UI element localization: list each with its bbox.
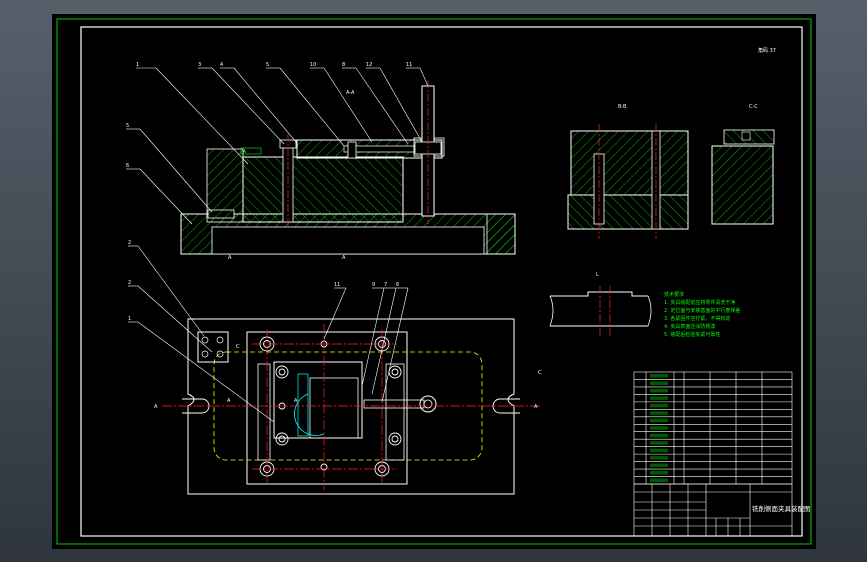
svg-text:2: 2 <box>128 240 131 246</box>
bom-row-name-mark <box>650 478 668 482</box>
bom-row-name-mark <box>650 396 668 400</box>
callout-left-6: 6 <box>126 163 129 169</box>
inner-frame <box>80 26 803 537</box>
note-1: 1. 夹具装配前应将零件清洗干净 <box>664 299 735 306</box>
detail-view[interactable]: L <box>549 272 652 336</box>
svg-text:C: C <box>538 370 542 376</box>
svg-text:7: 7 <box>384 282 387 288</box>
note-3: 3. 各紧固件应拧紧，不得松动 <box>664 315 730 322</box>
section-cc-view[interactable]: C-C <box>711 104 775 225</box>
callout-8: 8 <box>342 62 345 68</box>
bom-row-name-mark <box>650 426 668 430</box>
title-block-name: 铣削侧面夹具装配图 <box>752 504 811 513</box>
svg-text:A: A <box>228 255 232 261</box>
detail-label: L <box>596 272 599 278</box>
svg-text:C: C <box>236 344 240 350</box>
section-cc-label: C-C <box>749 104 758 110</box>
note-5: 5. 装配后检验夹紧可靠性 <box>664 331 720 338</box>
bom-row-name-mark <box>650 441 668 445</box>
bom-row-name-mark <box>650 471 668 475</box>
note-2: 2. 定位面与安装基面的平行度误差 <box>664 307 740 314</box>
svg-text:A: A <box>294 398 298 404</box>
fixture-body <box>242 156 404 223</box>
svg-text:A: A <box>342 255 346 261</box>
svg-text:6: 6 <box>396 282 399 288</box>
callout-5: 5 <box>266 62 269 68</box>
plan-base-outline <box>187 318 515 495</box>
plan-section-marks: A A A A C C <box>154 344 542 410</box>
callout-12: 12 <box>366 62 372 68</box>
bom-row-text <box>650 374 668 482</box>
bom-row-name-mark <box>650 381 668 385</box>
bom-row-name-mark <box>650 388 668 393</box>
svg-text:9: 9 <box>372 282 375 288</box>
title-block[interactable] <box>633 483 793 537</box>
drawing-sheet[interactable]: 角码 37 A-A <box>52 14 816 549</box>
callout-3: 3 <box>198 62 201 68</box>
svg-text:A: A <box>154 404 158 410</box>
svg-text:A: A <box>227 398 231 404</box>
top-callout-labels: 1 3 4 5 10 8 12 11 5 6 <box>126 62 412 169</box>
bom-row-name-mark <box>650 456 668 460</box>
svg-text:A: A <box>243 149 246 154</box>
section-bb-view[interactable]: B-B <box>567 104 689 239</box>
bom-table[interactable] <box>633 371 793 485</box>
note-title: 技术要求 <box>664 291 684 298</box>
drawing-canvas: 角码 37 A-A <box>56 18 812 545</box>
technical-notes: 技术要求 1. 夹具装配前应将零件清洗干净 2. 定位面与安装基面的平行度误差 … <box>664 291 740 338</box>
plan-clamp-block <box>273 361 363 439</box>
bom-row-name-mark <box>650 374 668 378</box>
section-aa-view[interactable]: A-A <box>126 62 516 261</box>
top-leaders <box>126 67 429 225</box>
plan-bolt-holes <box>259 336 402 477</box>
bom-row-name-mark <box>650 433 668 438</box>
callout-1: 1 <box>136 62 139 68</box>
bom-row-name-mark <box>650 403 668 408</box>
bom-row-name-mark <box>650 463 668 468</box>
callout-11: 11 <box>406 62 412 68</box>
bom-row-name-mark <box>650 411 668 415</box>
plan-callout-labels: 2 2 1 11 9 7 6 <box>128 240 399 322</box>
section-bb-label: B-B <box>618 104 627 110</box>
bom-row-name-mark <box>650 448 668 453</box>
outer-frame <box>56 18 812 545</box>
note-4: 4. 夹具表面应涂防锈漆 <box>664 323 715 330</box>
plan-view[interactable]: A A A A C C 2 <box>128 240 542 495</box>
callout-4: 4 <box>220 62 223 68</box>
corner-tag: 角码 37 <box>758 47 776 54</box>
svg-text:11: 11 <box>334 282 340 288</box>
svg-text:1: 1 <box>128 316 131 322</box>
callout-10: 10 <box>310 62 316 68</box>
base-pocket <box>211 226 485 255</box>
svg-text:A: A <box>534 404 538 410</box>
svg-text:2: 2 <box>128 280 131 286</box>
section-aa-label: A-A <box>346 90 355 96</box>
callout-left-5: 5 <box>126 123 129 129</box>
bom-row-name-mark <box>650 418 668 423</box>
